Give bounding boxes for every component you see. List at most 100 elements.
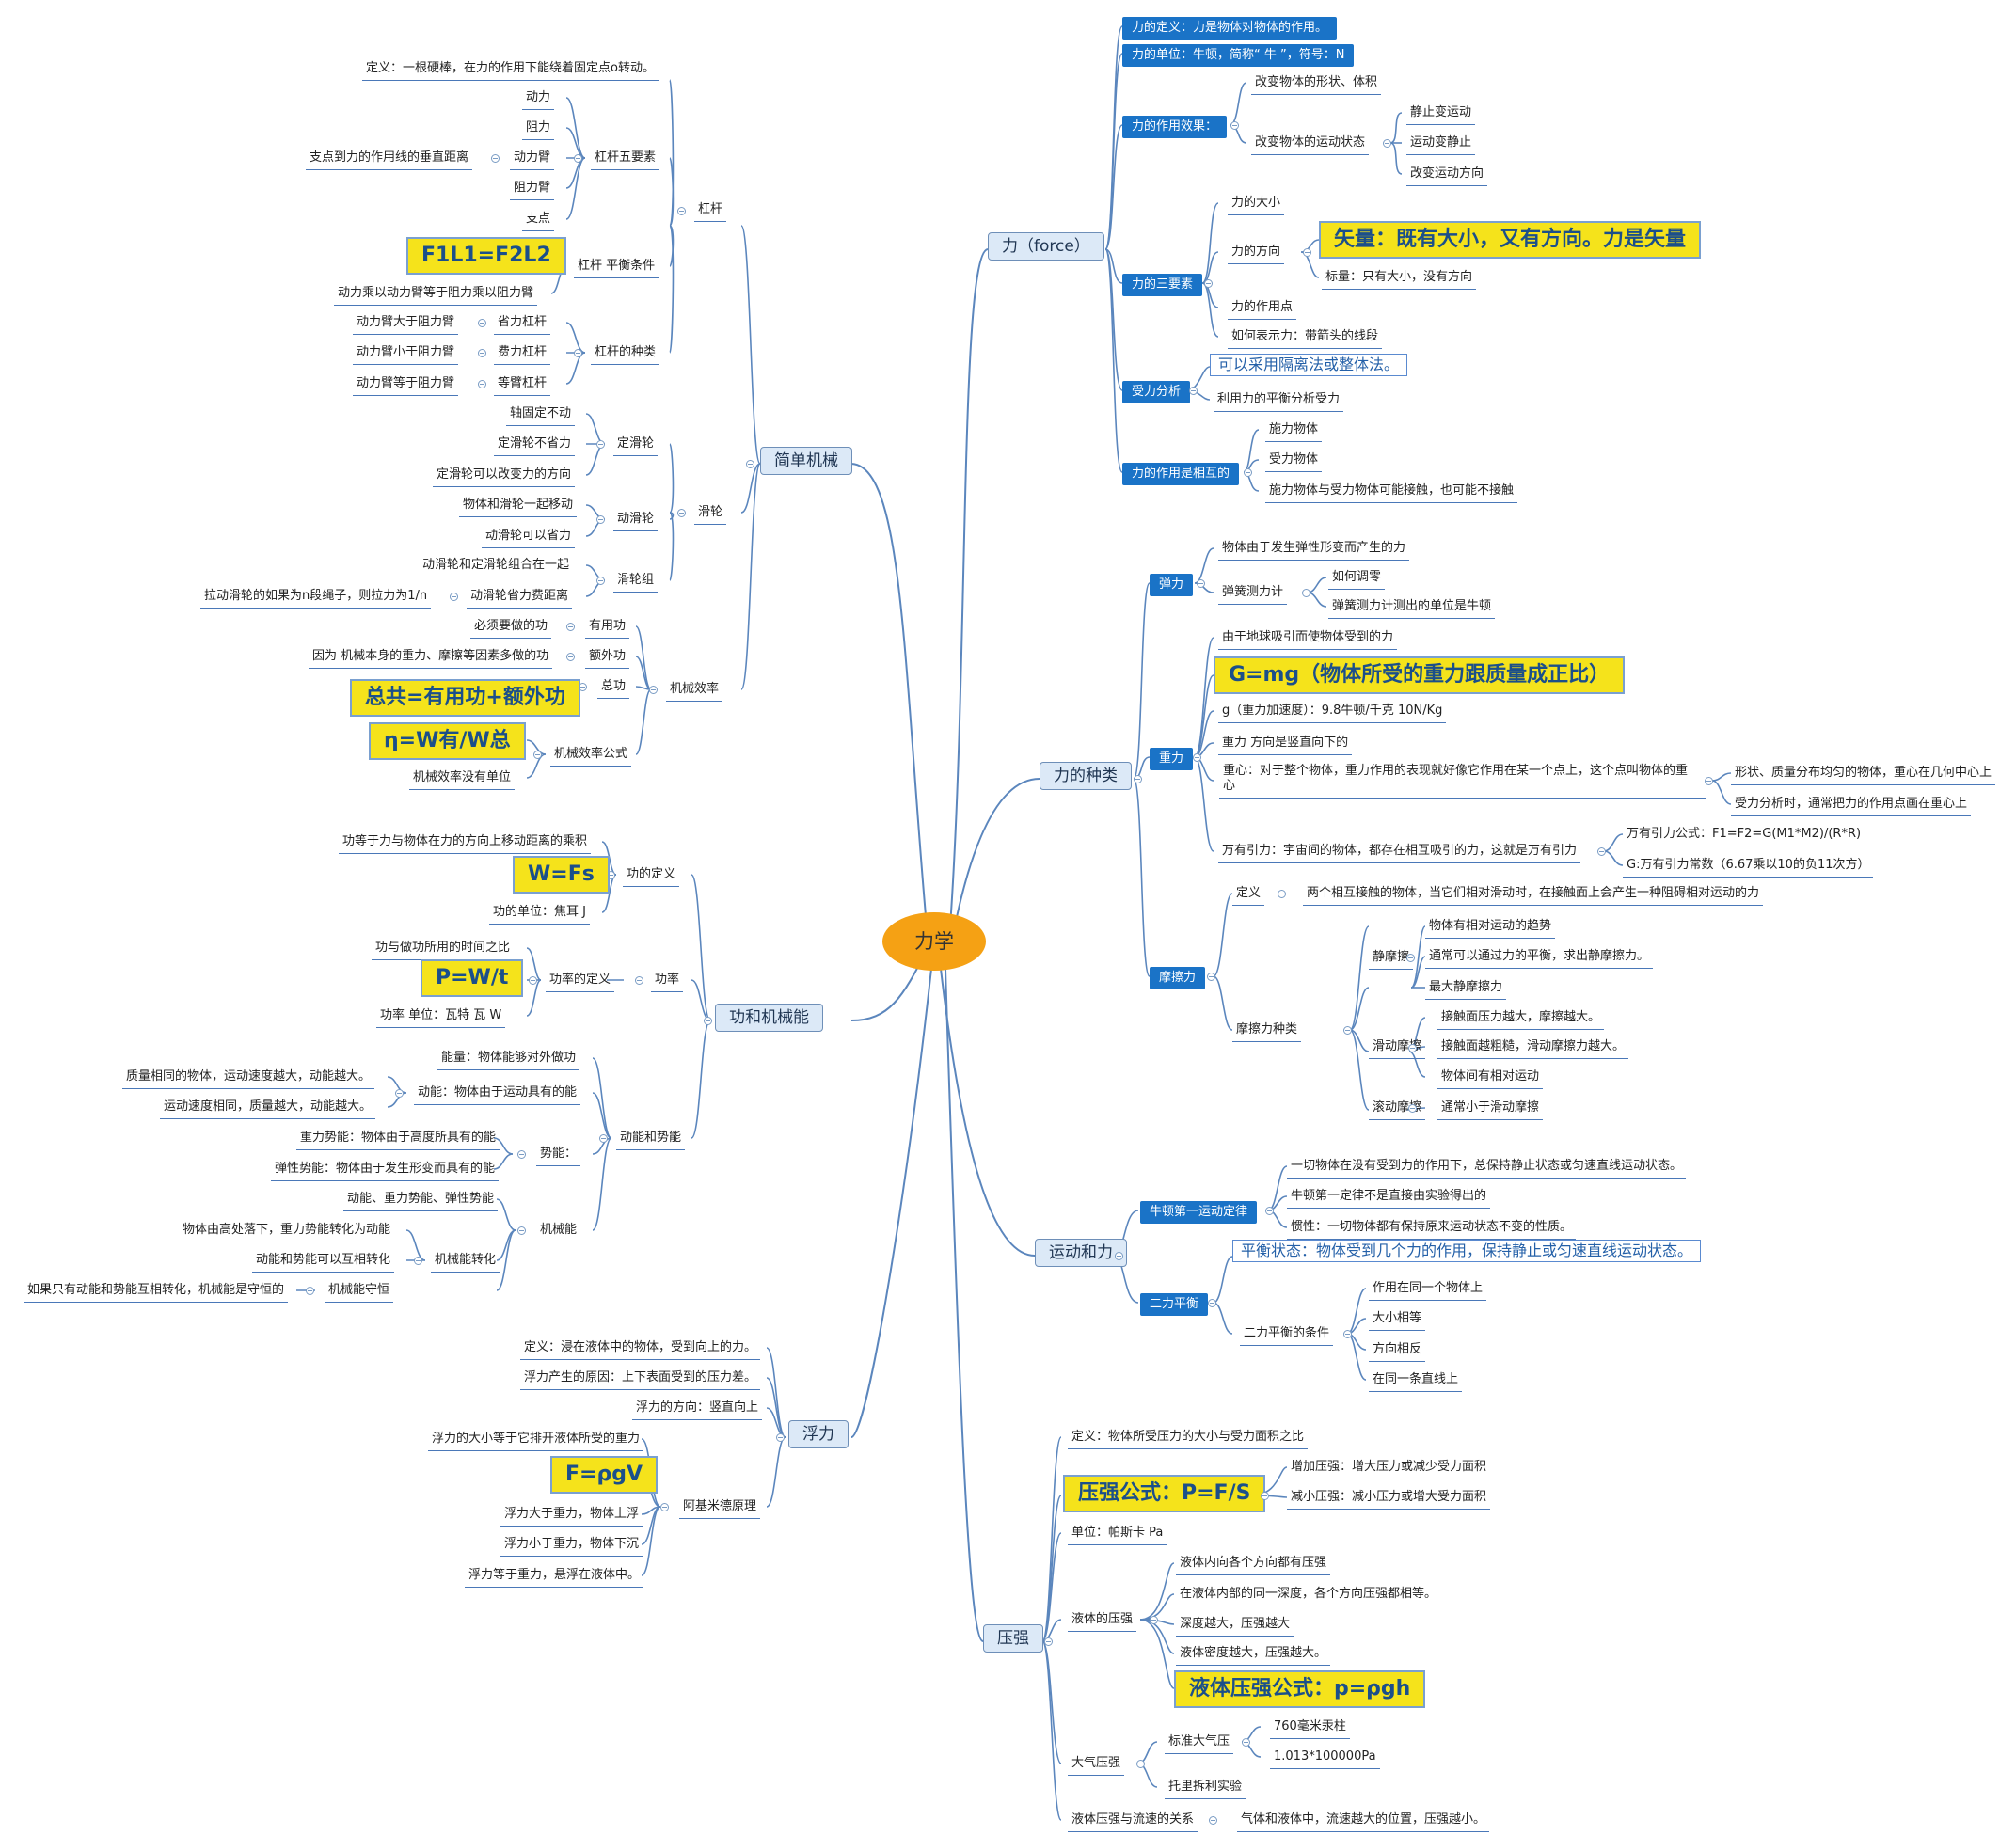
block-3[interactable]: 拉动滑轮的如果为n段绳子，则拉力为1/n xyxy=(200,587,432,609)
gravity-formula[interactable]: G=mg（物体所受的重力跟质量成正比） xyxy=(1214,656,1626,694)
collapse-icon[interactable] xyxy=(414,1257,422,1265)
mechanical-efficiency[interactable]: 机械效率 xyxy=(666,680,723,702)
mutual-3[interactable]: 施力物体与受力物体可能接触，也可能不接触 xyxy=(1265,482,1518,503)
lever-type-1[interactable]: 省力杠杆 xyxy=(494,313,551,335)
efficiency-formula[interactable]: 机械效率公式 xyxy=(550,745,632,767)
collapse-icon[interactable] xyxy=(1343,1330,1352,1338)
force-size[interactable]: 力的大小 xyxy=(1228,194,1285,215)
useful-work-text[interactable]: 必须要做的功 xyxy=(470,617,552,639)
collapse-icon[interactable] xyxy=(517,1226,526,1235)
collapse-icon[interactable] xyxy=(1134,775,1142,783)
collapse-icon[interactable] xyxy=(1383,139,1391,148)
block-1[interactable]: 动滑轮和定滑轮组合在一起 xyxy=(419,556,574,577)
movable-1[interactable]: 物体和滑轮一起移动 xyxy=(459,496,578,517)
liquid-formula[interactable]: 液体压强公式：p=ρgh xyxy=(1174,1670,1426,1708)
conversion-2[interactable]: 动能和势能可以互相转化 xyxy=(252,1251,395,1273)
condition-1[interactable]: 作用在同一个物体上 xyxy=(1369,1279,1487,1301)
collapse-icon[interactable] xyxy=(1244,468,1252,477)
universal-gravitation[interactable]: 万有引力：宇宙间的物体，都存在相互吸引的力，这就是万有引力 xyxy=(1218,842,1581,863)
collapse-icon[interactable] xyxy=(1406,954,1415,962)
force-direction[interactable]: 力的方向 xyxy=(1228,243,1285,264)
friction[interactable]: 摩擦力 xyxy=(1150,967,1206,989)
condition-4[interactable]: 在同一条直线上 xyxy=(1369,1370,1463,1392)
pulley[interactable]: 滑轮 xyxy=(694,503,727,525)
motion-2[interactable]: 运动变静止 xyxy=(1406,134,1476,155)
force-mutual[interactable]: 力的作用是相互的 xyxy=(1122,463,1240,485)
sliding-1[interactable]: 接触面压力越大，摩擦越大。 xyxy=(1437,1008,1605,1030)
resistance[interactable]: 阻力 xyxy=(522,119,555,140)
block-2[interactable]: 动滑轮省力费距离 xyxy=(467,587,573,609)
conservation-text[interactable]: 如果只有动能和势能互相转化，机械能是守恒的 xyxy=(24,1281,289,1303)
flow-relation-text[interactable]: 气体和液体中，流速越大的位置，压强越小。 xyxy=(1237,1811,1490,1832)
power-definition[interactable]: 功率的定义 xyxy=(546,971,615,992)
branch-simple-machines[interactable]: 简单机械 xyxy=(760,447,852,475)
isolation-method[interactable]: 可以采用隔离法或整体法。 xyxy=(1210,354,1408,376)
fixed-pulley[interactable]: 定滑轮 xyxy=(613,435,659,456)
lever-definition[interactable]: 定义：一根硬棒，在力的作用下能绕着固定点o转动。 xyxy=(362,59,659,81)
gravity-accel[interactable]: g（重力加速度）：9.8牛顿/千克 10N/Kg xyxy=(1218,702,1447,723)
collapse-icon[interactable] xyxy=(776,1433,785,1442)
force-analysis[interactable]: 受力分析 xyxy=(1122,381,1191,403)
collapse-icon[interactable] xyxy=(395,1089,404,1098)
collapse-icon[interactable] xyxy=(1261,1492,1269,1500)
force-representation[interactable]: 如何表示力：带箭头的线段 xyxy=(1228,327,1383,349)
decrease-pressure[interactable]: 减小压强：减小压力或增大受力面积 xyxy=(1287,1488,1491,1510)
collapse-icon[interactable] xyxy=(1197,579,1205,588)
power-unit[interactable]: 功率 单位：瓦特 瓦 W xyxy=(376,1006,506,1028)
static-1[interactable]: 物体有相对运动的趋势 xyxy=(1425,917,1556,939)
liquid-1[interactable]: 液体内向各个方向都有压强 xyxy=(1176,1554,1331,1575)
gravity-direction[interactable]: 重力 方向是竖直向下的 xyxy=(1218,734,1353,755)
spring-unit[interactable]: 弹簧测力计测出的单位是牛顿 xyxy=(1328,597,1496,619)
lever-balance[interactable]: 杠杆 平衡条件 xyxy=(574,257,659,278)
rolling-1[interactable]: 通常小于滑动摩擦 xyxy=(1437,1099,1544,1120)
work-definition-text[interactable]: 功等于力与物体在力的方向上移动距离的乘积 xyxy=(339,832,592,854)
collapse-icon[interactable] xyxy=(1597,847,1606,856)
pressure-formula[interactable]: 压强公式：P=F/S xyxy=(1063,1475,1266,1512)
std-pa[interactable]: 1.013*100000Pa xyxy=(1270,1748,1380,1769)
collapse-icon[interactable] xyxy=(517,1150,526,1159)
pressure-unit[interactable]: 单位：帕斯卡 Pa xyxy=(1068,1524,1167,1545)
power-definition-text[interactable]: 功与做功所用的时间之比 xyxy=(372,939,515,960)
archimedes-principle[interactable]: 阿基米德原理 xyxy=(679,1497,761,1519)
mechanical-energy-text[interactable]: 动能、重力势能、弹性势能 xyxy=(343,1190,499,1211)
sliding-2[interactable]: 接触面越粗糙，滑动摩擦力越大。 xyxy=(1437,1037,1629,1059)
sliding-3[interactable]: 物体间有相对运动 xyxy=(1437,1068,1544,1089)
collapse-icon[interactable] xyxy=(574,349,582,357)
center-topic[interactable]: 力学 xyxy=(882,912,986,971)
liquid-pressure[interactable]: 液体的压强 xyxy=(1068,1610,1137,1632)
energy-conversion[interactable]: 机械能转化 xyxy=(431,1251,500,1273)
collapse-icon[interactable] xyxy=(533,751,542,759)
effort-arm[interactable]: 动力臂 xyxy=(510,149,555,170)
collapse-icon[interactable] xyxy=(529,976,537,985)
fixed-1[interactable]: 轴固定不动 xyxy=(506,404,576,426)
std-mmhg[interactable]: 760毫米汞柱 xyxy=(1270,1717,1350,1739)
force-three-elements[interactable]: 力的三要素 xyxy=(1122,274,1203,296)
collapse-icon[interactable] xyxy=(566,653,575,661)
mutual-1[interactable]: 施力物体 xyxy=(1265,420,1323,442)
collapse-icon[interactable] xyxy=(1705,777,1713,785)
lever-type-2-cond[interactable]: 动力臂小于阻力臂 xyxy=(353,343,459,365)
lever-type-1-cond[interactable]: 动力臂大于阻力臂 xyxy=(353,313,459,335)
newton-2[interactable]: 牛顿第一定律不是直接由实验得出的 xyxy=(1287,1187,1491,1209)
pulley-block[interactable]: 滑轮组 xyxy=(613,571,659,593)
collapse-icon[interactable] xyxy=(596,440,605,449)
condition-3[interactable]: 方向相反 xyxy=(1369,1340,1426,1362)
collapse-icon[interactable] xyxy=(746,460,754,468)
branch-pressure[interactable]: 压强 xyxy=(983,1624,1043,1653)
flow-relation[interactable]: 液体压强与流速的关系 xyxy=(1068,1811,1198,1832)
force-point[interactable]: 力的作用点 xyxy=(1228,298,1297,320)
force-unit[interactable]: 力的单位：牛顿，简称“ 牛 ”，符号：N xyxy=(1122,44,1355,67)
increase-pressure[interactable]: 增加压强：增大压力或减少受力面积 xyxy=(1287,1458,1491,1479)
collapse-icon[interactable] xyxy=(1408,1044,1417,1052)
lever-type-3[interactable]: 等臂杠杆 xyxy=(494,374,551,396)
newton-first-law[interactable]: 牛顿第一运动定律 xyxy=(1140,1201,1258,1224)
lever-type-3-cond[interactable]: 动力臂等于阻力臂 xyxy=(353,374,459,396)
effect-motion[interactable]: 改变物体的运动状态 xyxy=(1251,134,1370,155)
movable-pulley[interactable]: 动滑轮 xyxy=(613,510,659,531)
collapse-icon[interactable] xyxy=(1189,387,1198,395)
condition-2[interactable]: 大小相等 xyxy=(1369,1309,1426,1331)
lever-formula-text[interactable]: 动力乘以动力臂等于阻力乘以阻力臂 xyxy=(334,284,538,306)
lever-formula[interactable]: F1L1=F2L2 xyxy=(406,237,566,275)
collapse-icon[interactable] xyxy=(1242,1738,1250,1747)
efficiency-unit[interactable]: 机械效率没有单位 xyxy=(409,768,516,790)
